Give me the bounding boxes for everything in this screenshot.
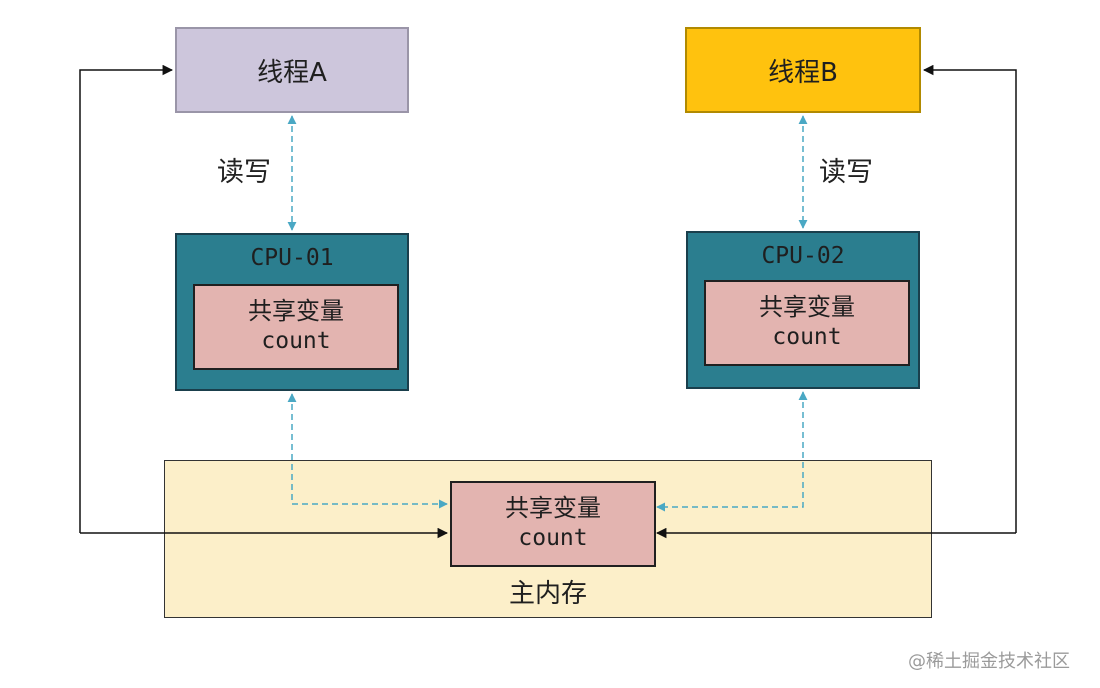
cpu-02-cache-box: 共享变量 count [704, 280, 910, 366]
cpu-02-title: CPU-02 [761, 243, 845, 269]
cpu-02-cache-label: 共享变量 [759, 293, 855, 321]
cpu-01-cache-label: 共享变量 [248, 297, 344, 325]
cpu-02-cache-var: count [772, 324, 842, 350]
read-write-label-a: 读写 [217, 157, 271, 188]
cpu-01-cache-box: 共享变量 count [193, 284, 399, 370]
thread-b-box: 线程B [685, 27, 921, 113]
main-memory-label: 主内存 [508, 579, 587, 609]
main-memory-var-name: count [518, 525, 588, 551]
cpu-01-box: CPU-01 共享变量 count [175, 233, 409, 391]
watermark-text: @稀土掘金技术社区 [908, 651, 1070, 672]
cpu-01-title: CPU-01 [250, 245, 334, 271]
thread-a-label: 线程A [257, 57, 327, 88]
thread-b-label: 线程B [768, 57, 838, 88]
left-solid-loop-to-thread-a [79, 64, 174, 533]
main-memory-box: 共享变量 count 主内存 [164, 460, 932, 618]
cpu-02-box: CPU-02 共享变量 count [686, 231, 920, 389]
cpu-01-cache-var: count [261, 328, 331, 354]
right-solid-loop-to-thread-b [922, 64, 1017, 533]
thread-a-box: 线程A [175, 27, 409, 113]
main-memory-var-label: 共享变量 [505, 494, 601, 522]
main-memory-var-box: 共享变量 count [450, 481, 656, 567]
read-write-label-b: 读写 [819, 157, 873, 188]
